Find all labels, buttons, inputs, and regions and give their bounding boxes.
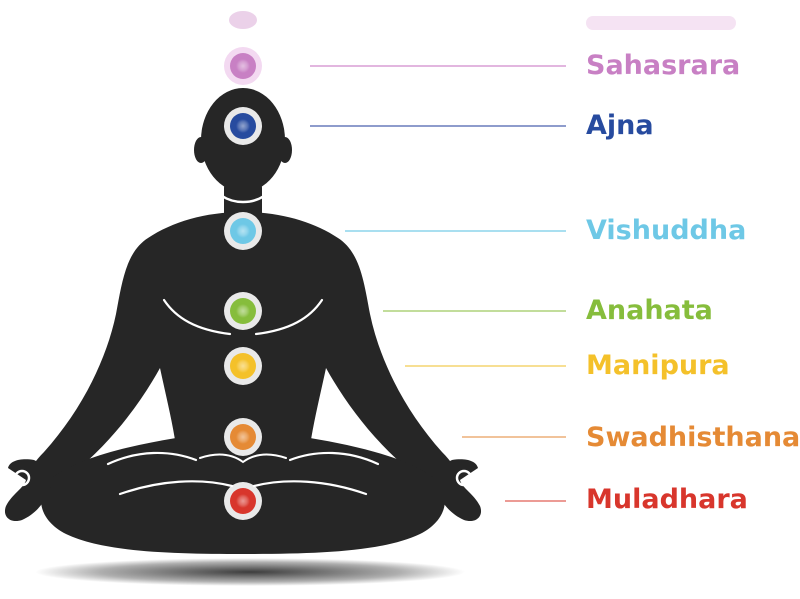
chakra-label-manipura: Manipura	[586, 350, 730, 381]
chakra-label-ajna: Ajna	[586, 110, 654, 141]
body-highlights	[13, 194, 473, 496]
chakra-shine-vishuddha	[236, 224, 250, 238]
top-ghost-strip	[229, 11, 736, 30]
chakra-shine-anahata	[236, 304, 250, 318]
chakra-label-sahasrara: Sahasrara	[586, 50, 741, 81]
chakra-shine-sahasrara	[236, 59, 250, 73]
chakra-shine-ajna	[236, 119, 250, 133]
chakra-label-anahata: Anahata	[586, 295, 713, 326]
chakra-shine-manipura	[236, 359, 250, 373]
chakra-group	[224, 47, 566, 520]
chakra-label-vishuddha: Vishuddha	[586, 215, 747, 246]
chakra-shine-swadhisthana	[236, 430, 250, 444]
ground-shadow	[35, 558, 465, 586]
chakra-shine-muladhara	[236, 494, 250, 508]
chakra-label-swadhisthana: Swadhisthana	[586, 422, 800, 453]
chakra-label-muladhara: Muladhara	[586, 484, 748, 515]
